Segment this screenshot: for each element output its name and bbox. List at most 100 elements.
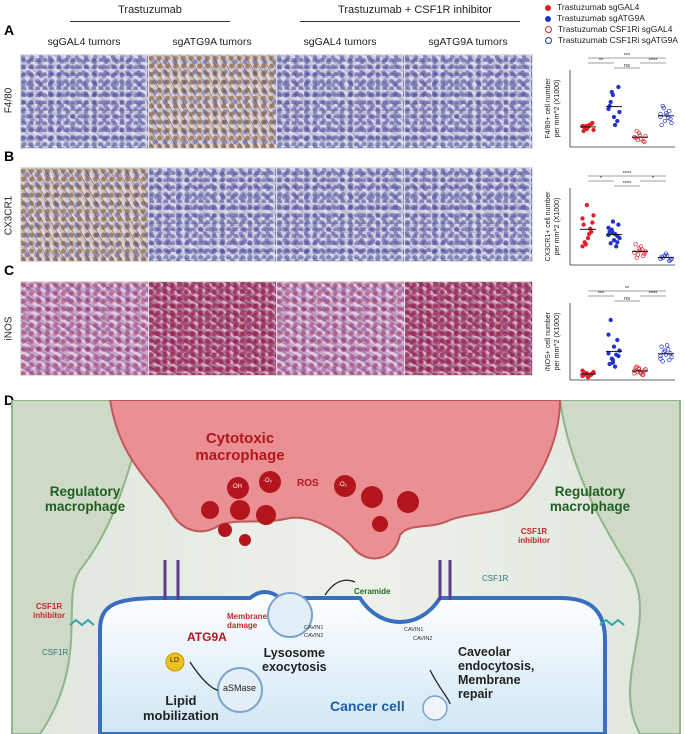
ihc-image <box>404 167 533 262</box>
data-point <box>664 343 670 348</box>
data-point <box>583 242 588 247</box>
panel-label-b: B <box>4 148 15 164</box>
data-point <box>591 127 596 133</box>
data-point <box>633 242 638 247</box>
panel-label-a: A <box>4 22 15 38</box>
data-point <box>632 250 637 255</box>
data-point <box>640 372 645 377</box>
cavin1-label: CAVIN1 <box>304 625 324 631</box>
group-header-csf1r: Trastuzumab + CSF1R inhibitor <box>338 4 492 16</box>
significance-label: ns <box>624 63 630 69</box>
csf1r-inhibitor-label: CSF1R inhibitor <box>518 527 550 545</box>
data-point <box>659 254 664 259</box>
csf1r-label: CSF1R <box>482 574 509 583</box>
data-point <box>608 317 613 323</box>
data-point <box>615 240 620 245</box>
ceramide-label: Ceramide <box>354 587 391 596</box>
data-point <box>583 371 588 376</box>
data-point <box>615 118 620 124</box>
data-point <box>658 114 663 120</box>
data-point <box>607 103 612 109</box>
cavin2-label: CAVIN2 <box>413 636 433 642</box>
vesicle <box>422 695 448 721</box>
significance-label: **** <box>623 181 632 187</box>
significance-label: ** <box>599 58 604 64</box>
data-point <box>634 364 639 369</box>
data-point <box>590 220 595 225</box>
column-header: sgGAL4 tumors <box>47 36 121 48</box>
legend-item: Trastuzumab sgATG9A <box>545 13 678 24</box>
row-label: CX3CR1 <box>3 195 15 236</box>
asmase-label: aSMase <box>223 683 257 693</box>
pathway-arrows <box>189 579 451 705</box>
data-point <box>669 355 674 360</box>
data-point <box>609 89 614 95</box>
data-point <box>641 253 646 258</box>
significance-label: **** <box>623 171 632 177</box>
lipid-droplet <box>165 652 185 672</box>
group-header-trastuzumab: Trastuzumab <box>118 4 182 16</box>
cavin1-label: CAVIN1 <box>404 627 424 633</box>
ihc-image <box>276 281 405 376</box>
cavin2-label: CAVIN2 <box>304 633 324 639</box>
regulatory-macrophage-left-label: Regulatory macrophage <box>44 484 126 514</box>
data-point <box>612 122 618 128</box>
y-axis-label: per mm^2 (X1000) <box>554 198 561 256</box>
ihc-image <box>148 281 277 376</box>
o2-radical-label: ·O₂ <box>263 478 272 484</box>
row-label: iNOS <box>3 316 15 341</box>
lipid-mobilization-label: Lipid mobilization <box>143 693 219 723</box>
ros-label: ROS <box>297 478 319 489</box>
legend-item: Trastuzumab CSF1Ri sgGAL4 <box>545 24 678 35</box>
y-axis-label: F4/80+ cell number <box>545 78 552 139</box>
data-point <box>580 244 585 249</box>
data-point <box>580 216 585 221</box>
significance-label: *** <box>624 53 631 59</box>
data-point <box>636 365 642 371</box>
data-point <box>658 256 663 261</box>
data-point <box>666 347 671 352</box>
membrane-damage-label: Membrane damage <box>227 612 268 630</box>
cytotoxic-macrophage <box>108 400 562 560</box>
data-point <box>617 235 622 241</box>
data-point <box>643 133 648 139</box>
ihc-image <box>276 167 405 262</box>
data-point <box>591 369 596 375</box>
o2-radical-label: ·O₂ <box>338 482 347 488</box>
data-point <box>611 114 617 120</box>
csf1r-label: CSF1R <box>42 648 69 657</box>
data-point <box>588 372 593 377</box>
column-header: sgATG9A tumors <box>428 36 508 48</box>
data-point <box>637 369 643 375</box>
data-point <box>669 120 674 126</box>
data-point <box>612 364 618 369</box>
data-point <box>588 226 593 231</box>
significance-label: **** <box>649 291 658 297</box>
data-point <box>591 213 596 218</box>
dot-icon <box>545 4 551 11</box>
y-axis-label: per mm^2 (X1000) <box>554 80 561 138</box>
lysosome-exocytosis-label: Lysosome exocytosis <box>262 646 327 674</box>
data-point <box>659 122 664 128</box>
ihc-image <box>404 281 533 376</box>
column-header: sgGAL4 tumors <box>303 36 377 48</box>
data-point <box>609 356 614 361</box>
receptor-icons <box>163 560 452 600</box>
data-point <box>642 139 647 145</box>
data-point <box>606 351 611 356</box>
data-point <box>586 231 592 237</box>
data-point <box>637 248 643 253</box>
atg9a-label: ATG9A <box>187 630 227 644</box>
circle-icon <box>545 26 552 33</box>
ihc-image <box>276 54 405 149</box>
data-point <box>608 99 613 105</box>
data-point <box>635 137 640 143</box>
ihc-image <box>148 167 277 262</box>
dot-icon <box>545 15 551 22</box>
data-point <box>616 84 621 90</box>
data-point <box>584 202 590 208</box>
data-point <box>610 219 616 224</box>
